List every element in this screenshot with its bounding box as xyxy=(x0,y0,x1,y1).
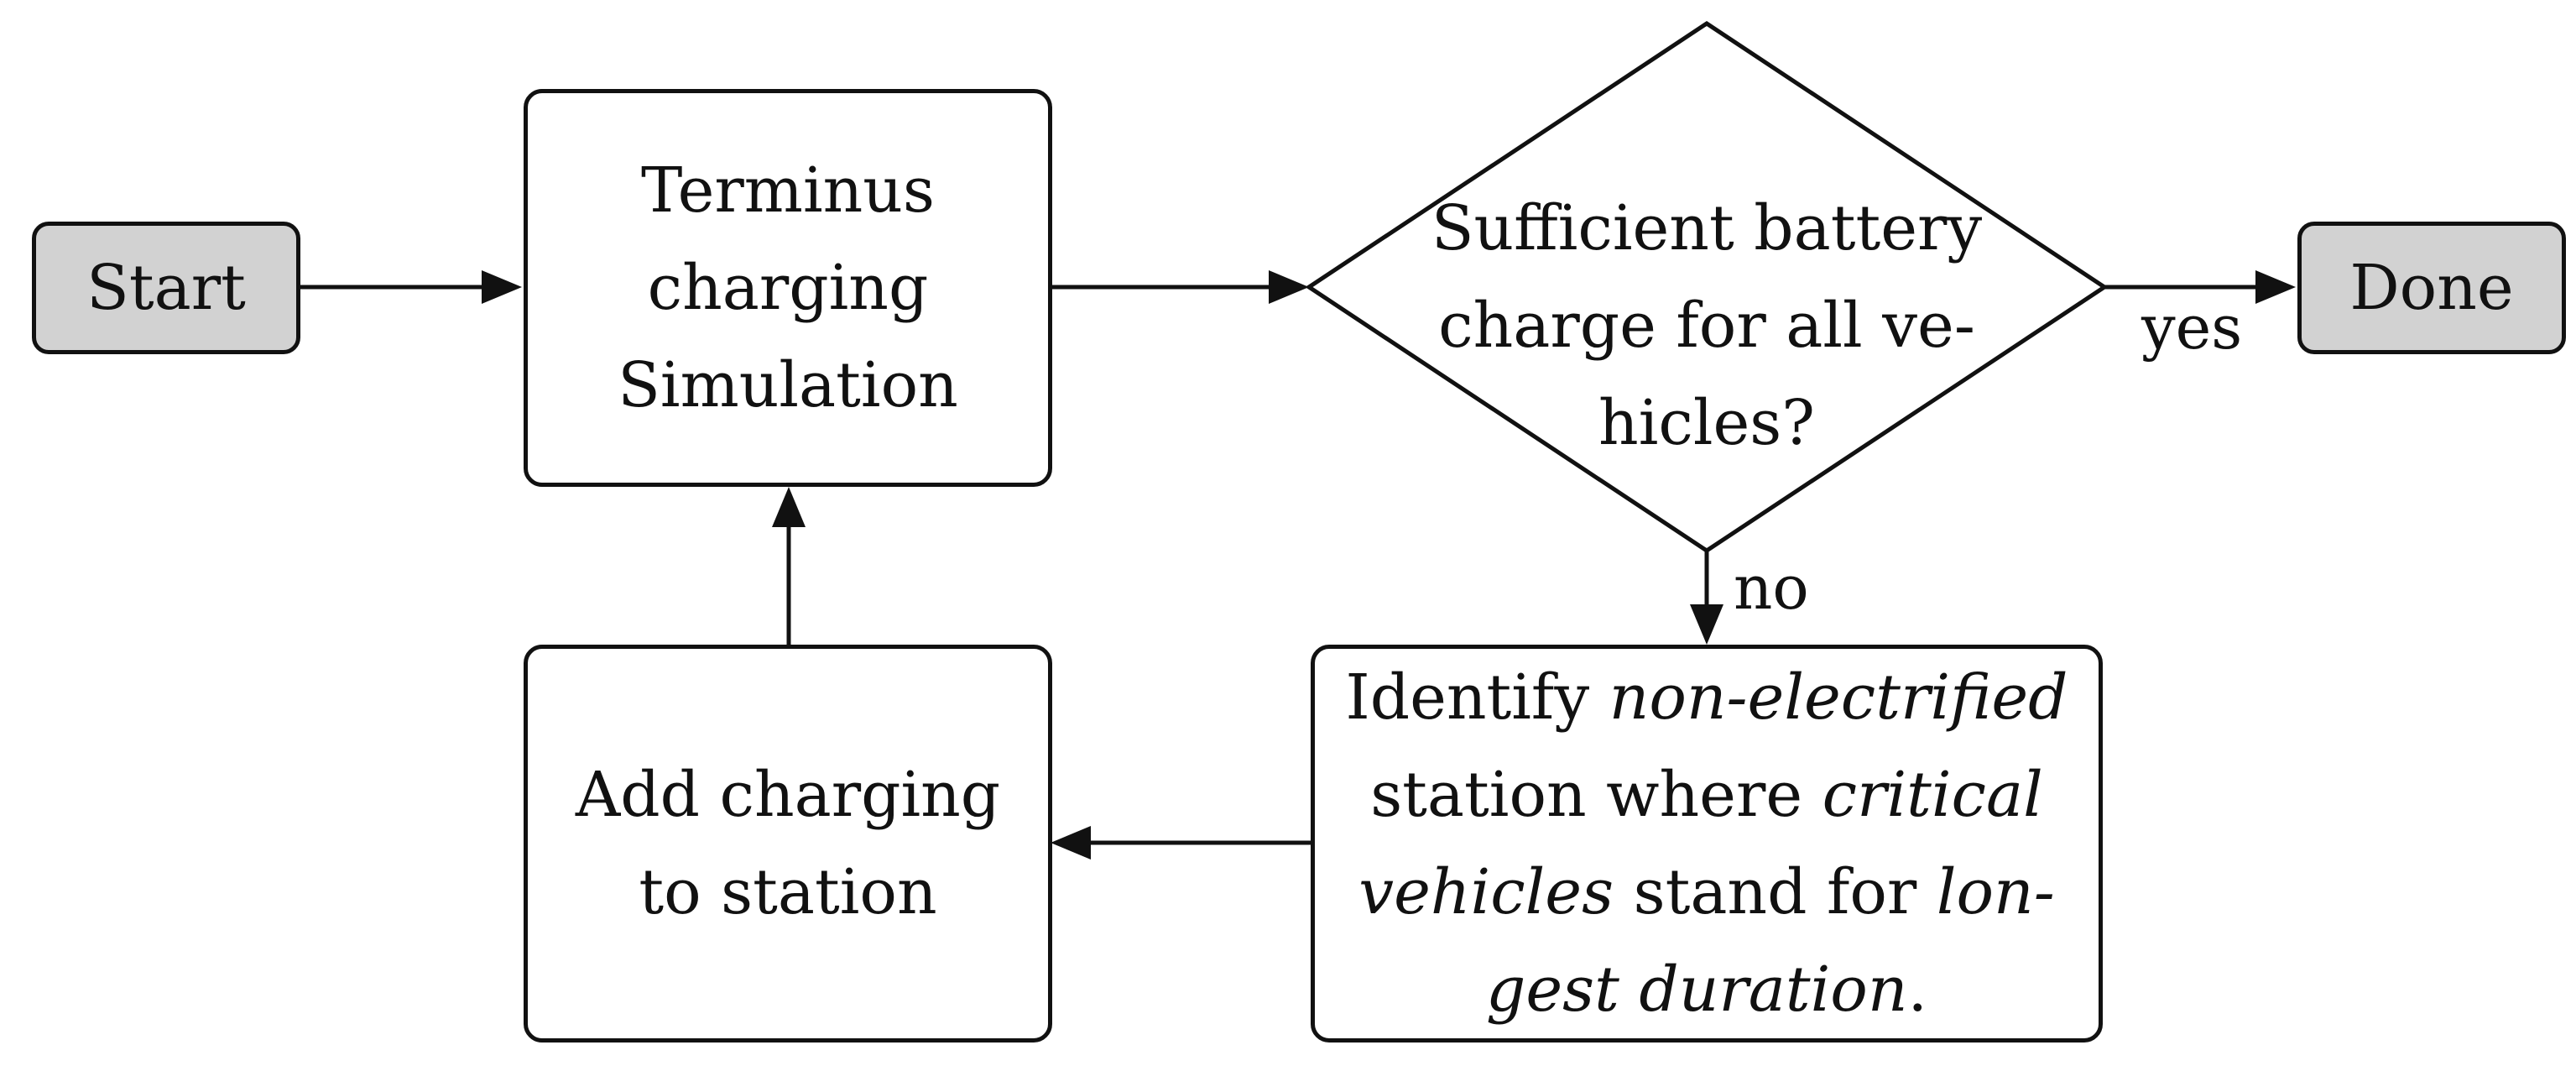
no-edge-label: no xyxy=(1734,552,1809,623)
simulation-label-line-2: charging xyxy=(647,252,929,324)
yes-edge-label: yes xyxy=(2141,292,2243,363)
simulation-label-line-3: Simulation xyxy=(618,349,958,421)
identify-line-4: gest duration. xyxy=(1485,954,1928,1026)
edge-identify-to-add xyxy=(1051,826,1311,860)
done-label: Done xyxy=(2349,252,2514,324)
identify-line-1: Identify non-electrified xyxy=(1345,661,2068,734)
edge-start-to-simulation xyxy=(300,270,522,304)
simulation-label-line-1: Terminus xyxy=(641,154,935,227)
simulation-node: Terminus charging Simulation xyxy=(524,89,1052,487)
decision-label-line-2: charge for all ve- xyxy=(1438,290,1975,362)
add-charging-line-1: Add charging xyxy=(575,759,1001,831)
start-node: Start xyxy=(32,222,300,354)
identify-node: Identify non-electrified station where c… xyxy=(1311,645,2103,1042)
add-charging-line-2: to station xyxy=(639,856,937,928)
edge-simulation-to-decision xyxy=(1051,270,1309,304)
decision-label: Sufficient battery charge for all ve- hi… xyxy=(1393,180,2021,472)
identify-line-2: station where critical xyxy=(1370,759,2043,831)
decision-label-line-1: Sufficient battery xyxy=(1431,192,1983,264)
start-label: Start xyxy=(86,252,246,324)
done-node: Done xyxy=(2297,222,2566,354)
edge-decision-to-done xyxy=(2104,270,2296,304)
identify-line-3: vehicles stand for lon- xyxy=(1358,856,2055,928)
edge-add-to-simulation xyxy=(772,487,806,645)
edge-decision-to-identify xyxy=(1690,551,1723,645)
decision-label-line-3: hicles? xyxy=(1598,387,1815,459)
add-charging-node: Add charging to station xyxy=(524,645,1052,1042)
